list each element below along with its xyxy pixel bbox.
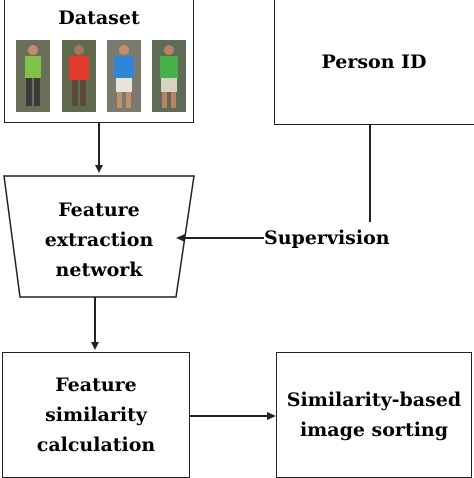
supervision-label: Supervision bbox=[264, 227, 390, 249]
person-id-label: Person ID bbox=[321, 51, 427, 73]
dataset-image-1 bbox=[16, 40, 50, 112]
feature-similarity-line2: similarity bbox=[45, 404, 147, 426]
arrow-similarity-to-sorting bbox=[190, 415, 268, 417]
person-thumbnail-3 bbox=[107, 40, 141, 112]
image-sorting-line1: Similarity-based bbox=[286, 389, 462, 411]
arrow-head-down-1 bbox=[95, 165, 103, 173]
dataset-image-3 bbox=[107, 40, 141, 112]
person-thumbnail-4 bbox=[152, 40, 186, 112]
arrow-head-left bbox=[176, 234, 185, 242]
feature-similarity-box bbox=[2, 352, 190, 478]
arrow-extraction-to-similarity bbox=[94, 297, 96, 342]
arrow-head-right bbox=[267, 412, 276, 420]
arrow-dataset-to-extraction bbox=[98, 123, 100, 166]
arrow-head-down-2 bbox=[91, 342, 99, 350]
person-thumbnail-2 bbox=[62, 40, 96, 112]
image-sorting-box bbox=[276, 352, 472, 478]
dataset-image-2 bbox=[62, 40, 96, 112]
feature-extraction-line3: network bbox=[55, 259, 143, 281]
dataset-image-4 bbox=[152, 40, 186, 112]
image-sorting-line2: image sorting bbox=[299, 419, 449, 441]
dataset-title: Dataset bbox=[58, 7, 140, 29]
feature-similarity-line3: calculation bbox=[36, 434, 156, 456]
person-id-box bbox=[274, 0, 474, 125]
person-thumbnail-1 bbox=[16, 40, 50, 112]
supervision-arrow-line bbox=[184, 237, 264, 239]
feature-extraction-line1: Feature bbox=[58, 199, 140, 221]
feature-extraction-line2: extraction bbox=[44, 229, 154, 251]
feature-similarity-line1: Feature bbox=[55, 374, 137, 396]
supervision-vertical-line bbox=[369, 125, 371, 222]
